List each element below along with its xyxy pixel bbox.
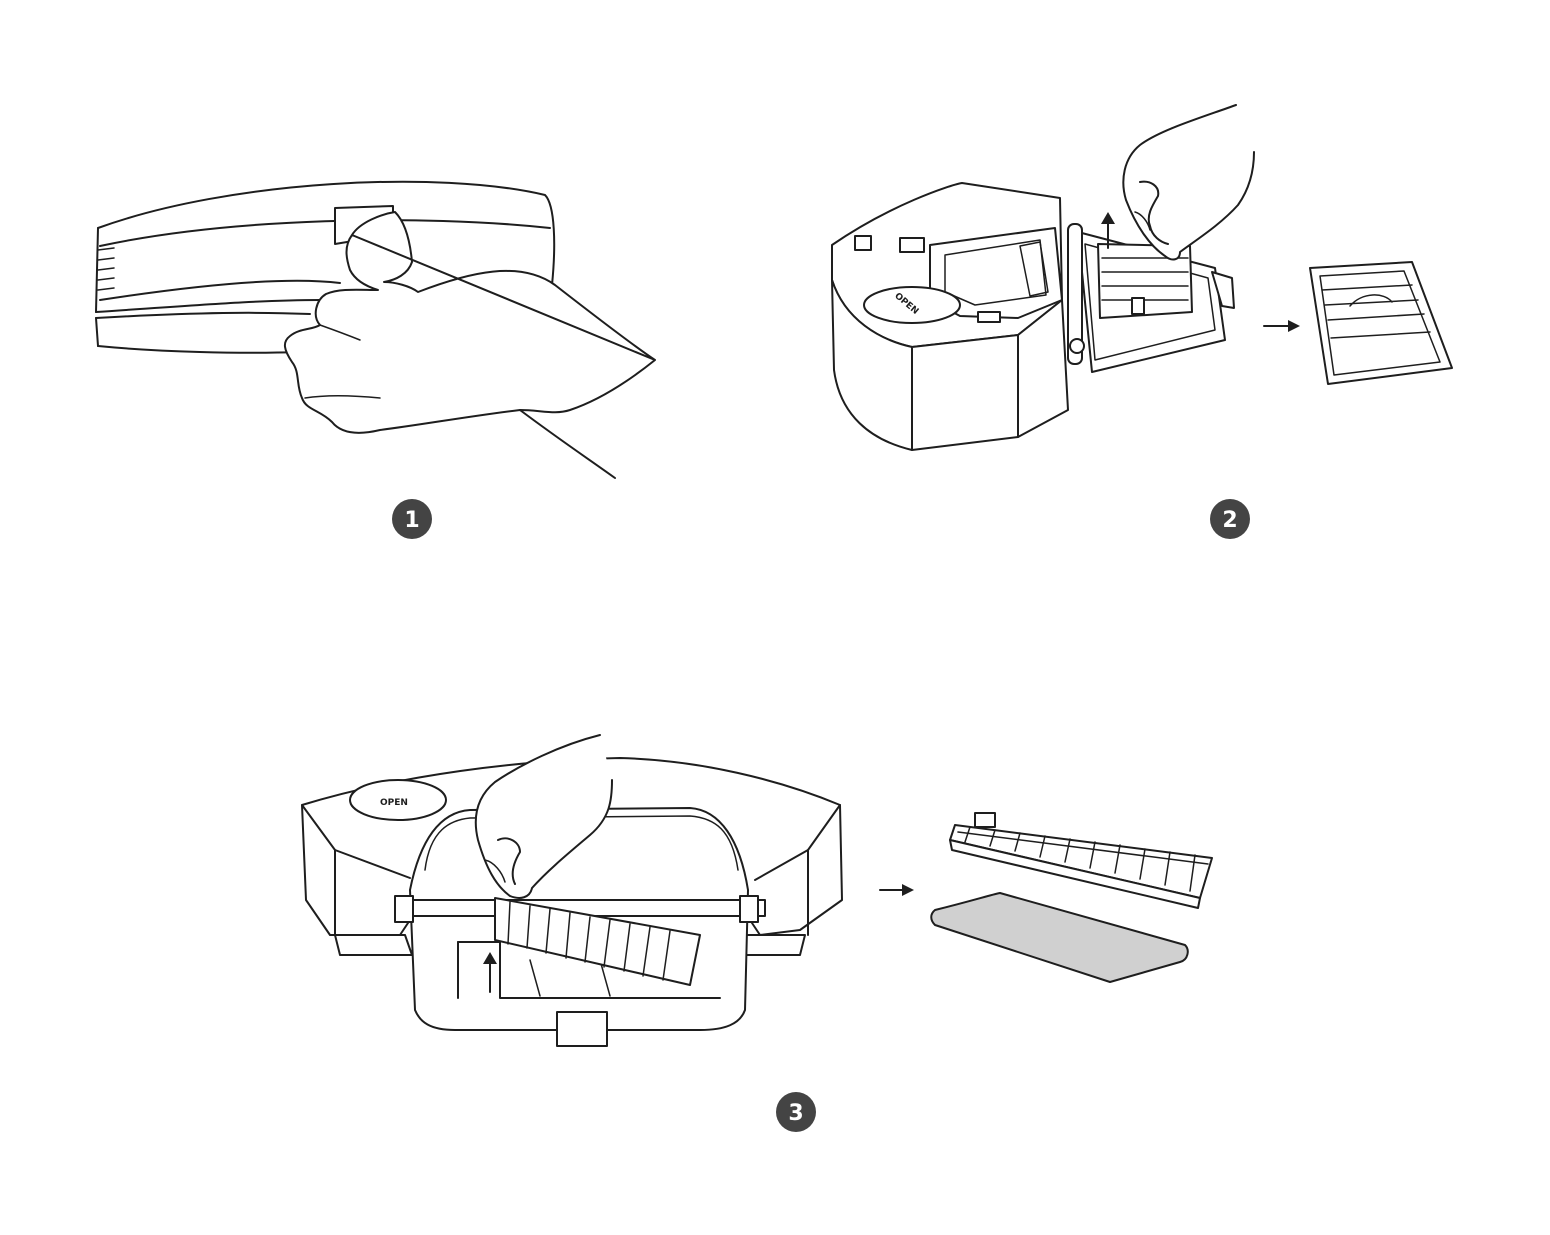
open-button bbox=[863, 286, 961, 324]
vent-slots bbox=[97, 247, 115, 291]
step-2-badge: 2 bbox=[1210, 499, 1250, 539]
filter-in-lid bbox=[1097, 243, 1193, 319]
step-3-badge: 3 bbox=[776, 1092, 816, 1132]
step-3-number: 3 bbox=[788, 1101, 803, 1126]
step-2-number: 2 bbox=[1222, 508, 1237, 533]
open-label-3: OPEN bbox=[380, 798, 408, 808]
step-1-illustration bbox=[95, 180, 656, 479]
step-1-number: 1 bbox=[404, 508, 419, 533]
hand-icon-3 bbox=[474, 734, 613, 899]
step-1-badge: 1 bbox=[392, 499, 432, 539]
step-2-illustration: OPEN bbox=[831, 104, 1453, 451]
hand-icon bbox=[284, 211, 656, 434]
removed-filter-2 bbox=[1309, 261, 1453, 385]
removed-pleated-filter-3 bbox=[949, 812, 1213, 909]
step-3-illustration: OPEN bbox=[301, 734, 1213, 1047]
hand-icon-2 bbox=[1122, 104, 1255, 261]
sponge-filter-3 bbox=[930, 892, 1189, 983]
open-button-3 bbox=[349, 779, 447, 821]
pleated-filter-3 bbox=[494, 897, 701, 986]
